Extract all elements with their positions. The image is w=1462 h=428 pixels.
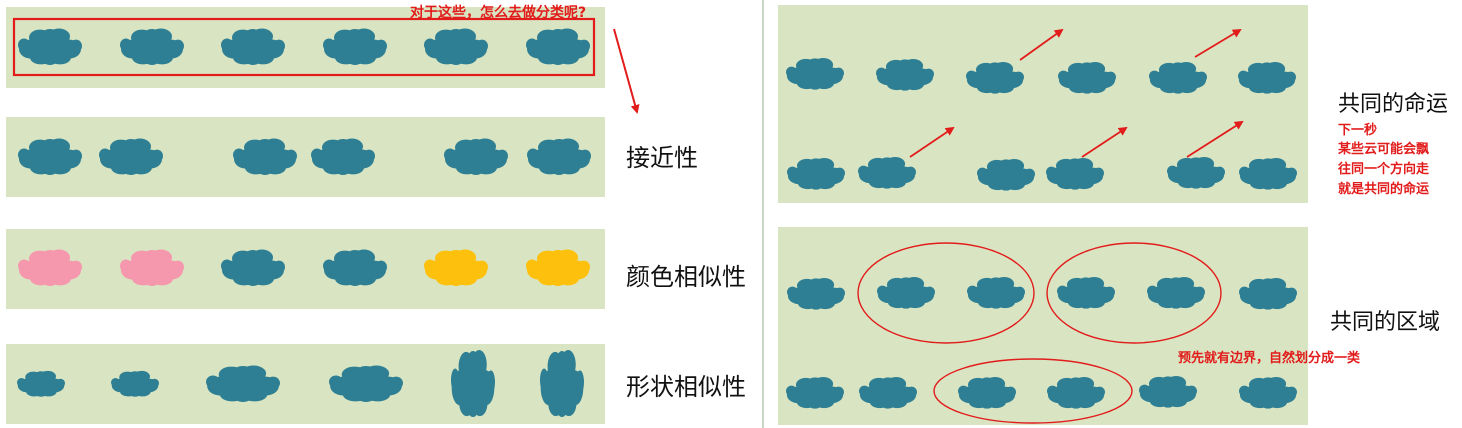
cloud-icon (1239, 376, 1297, 409)
cloud-layer (17, 28, 1297, 418)
arrow-icon (909, 126, 955, 158)
cloud-icon (18, 249, 82, 286)
panel-common-region (778, 227, 1308, 425)
panel-common-fate (778, 5, 1308, 203)
cloud-icon (967, 276, 1025, 309)
cloud-icon (877, 276, 935, 309)
cloud-icon (786, 57, 844, 90)
cloud-icon (233, 138, 297, 175)
cloud-icon (206, 365, 280, 402)
cloud-icon (526, 28, 590, 65)
label-common-region: 共同的区域 (1330, 310, 1440, 335)
arrow-icon (1186, 120, 1244, 158)
fate-note-line-1: 下一秒 (1338, 122, 1377, 138)
fate-note-line-3: 往同一个方向走 (1338, 161, 1430, 177)
cloud-icon (424, 28, 488, 65)
cloud-icon (1167, 156, 1225, 189)
cloud-icon (1147, 276, 1205, 309)
cloud-icon (1139, 375, 1197, 408)
cloud-icon (540, 349, 584, 418)
cloud-icon (1058, 61, 1116, 94)
arrow-icon (1081, 126, 1128, 158)
cloud-icon (444, 138, 508, 175)
cloud-icon (876, 58, 934, 91)
fate-note-line-4: 就是共同的命运 (1338, 181, 1429, 197)
label-proximity: 接近性 (626, 144, 698, 172)
arrow-icon (1019, 28, 1064, 61)
cloud-icon (527, 138, 591, 175)
arrow-icon (1194, 28, 1242, 58)
cloud-icon (958, 376, 1016, 409)
cloud-icon (859, 376, 917, 409)
cloud-icon (787, 277, 845, 310)
cloud-icon (977, 158, 1035, 191)
label-color-similarity: 颜色相似性 (626, 263, 746, 291)
group-ellipse (933, 358, 1133, 424)
cloud-icon (120, 28, 184, 65)
label-shape-similarity: 形状相似性 (626, 373, 746, 401)
cloud-icon (99, 138, 163, 175)
panel-row-2 (6, 117, 605, 197)
cloud-icon (323, 28, 387, 65)
cloud-icon (18, 138, 82, 175)
cloud-icon (858, 156, 916, 189)
fate-note-line-2: 某些云可能会飘 (1337, 141, 1429, 157)
cloud-icon (1047, 376, 1105, 409)
cloud-icon (786, 376, 844, 409)
cloud-icon (329, 365, 403, 402)
cloud-icon (1239, 277, 1297, 310)
cloud-icon (323, 249, 387, 286)
cloud-icon (526, 249, 590, 286)
cloud-icon (966, 61, 1024, 94)
cloud-icon (17, 370, 65, 397)
question-arrow (613, 28, 640, 114)
cloud-icon (1238, 61, 1296, 94)
label-common-fate: 共同的命运 (1338, 92, 1448, 117)
cloud-icon (787, 157, 845, 190)
panel-row-4 (6, 344, 605, 424)
cloud-icon (311, 138, 375, 175)
panel-row-3 (6, 229, 605, 309)
cloud-icon (221, 249, 285, 286)
cloud-icon (1239, 157, 1297, 190)
region-note: 预先就有边界，自然划分成一类 (1178, 350, 1361, 366)
cloud-icon (1057, 276, 1115, 309)
cloud-icon (1149, 61, 1207, 94)
cloud-icon (424, 249, 488, 286)
cloud-icon (111, 370, 159, 397)
group-ellipse (857, 242, 1035, 344)
cloud-icon (221, 28, 285, 65)
cloud-icon (1046, 157, 1104, 190)
group-ellipse (1046, 242, 1222, 344)
question-text: 对于这些，怎么去做分类呢? (410, 4, 586, 21)
cloud-icon (18, 28, 82, 65)
cloud-icon (120, 249, 184, 286)
cloud-icon (451, 349, 495, 418)
highlight-box (12, 17, 596, 77)
